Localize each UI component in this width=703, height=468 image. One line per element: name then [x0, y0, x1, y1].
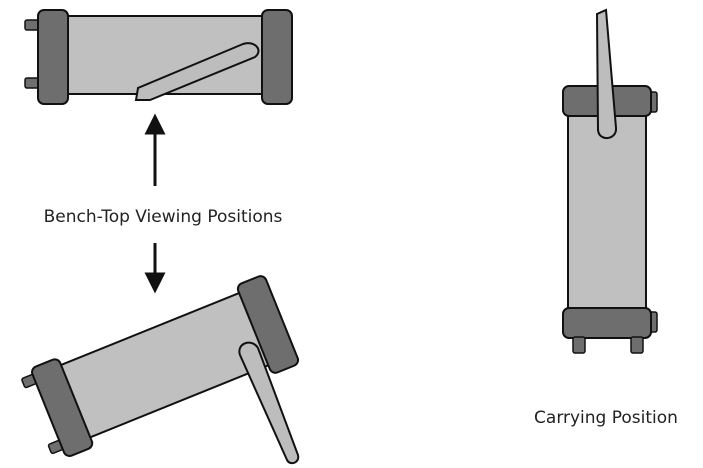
instrument-horizontal-handle-tilted	[24, 9, 293, 105]
carrying-label: Carrying Position	[534, 408, 678, 428]
instrument-body	[567, 109, 647, 321]
tilt-stand-handle	[238, 341, 300, 465]
instrument-body	[52, 289, 276, 442]
carry-handle	[595, 8, 617, 139]
bottom-bumper	[562, 307, 652, 339]
left-bumper	[37, 9, 69, 105]
right-bumper	[236, 275, 300, 374]
foot	[572, 336, 586, 354]
bench-top-label: Bench-Top Viewing Positions	[44, 207, 283, 227]
carry-handle	[134, 42, 260, 101]
foot	[630, 336, 644, 354]
instrument-rotated-bench-top	[21, 275, 300, 457]
left-bumper	[31, 358, 94, 457]
instrument-carrying	[562, 8, 658, 354]
right-bumper	[261, 9, 293, 105]
